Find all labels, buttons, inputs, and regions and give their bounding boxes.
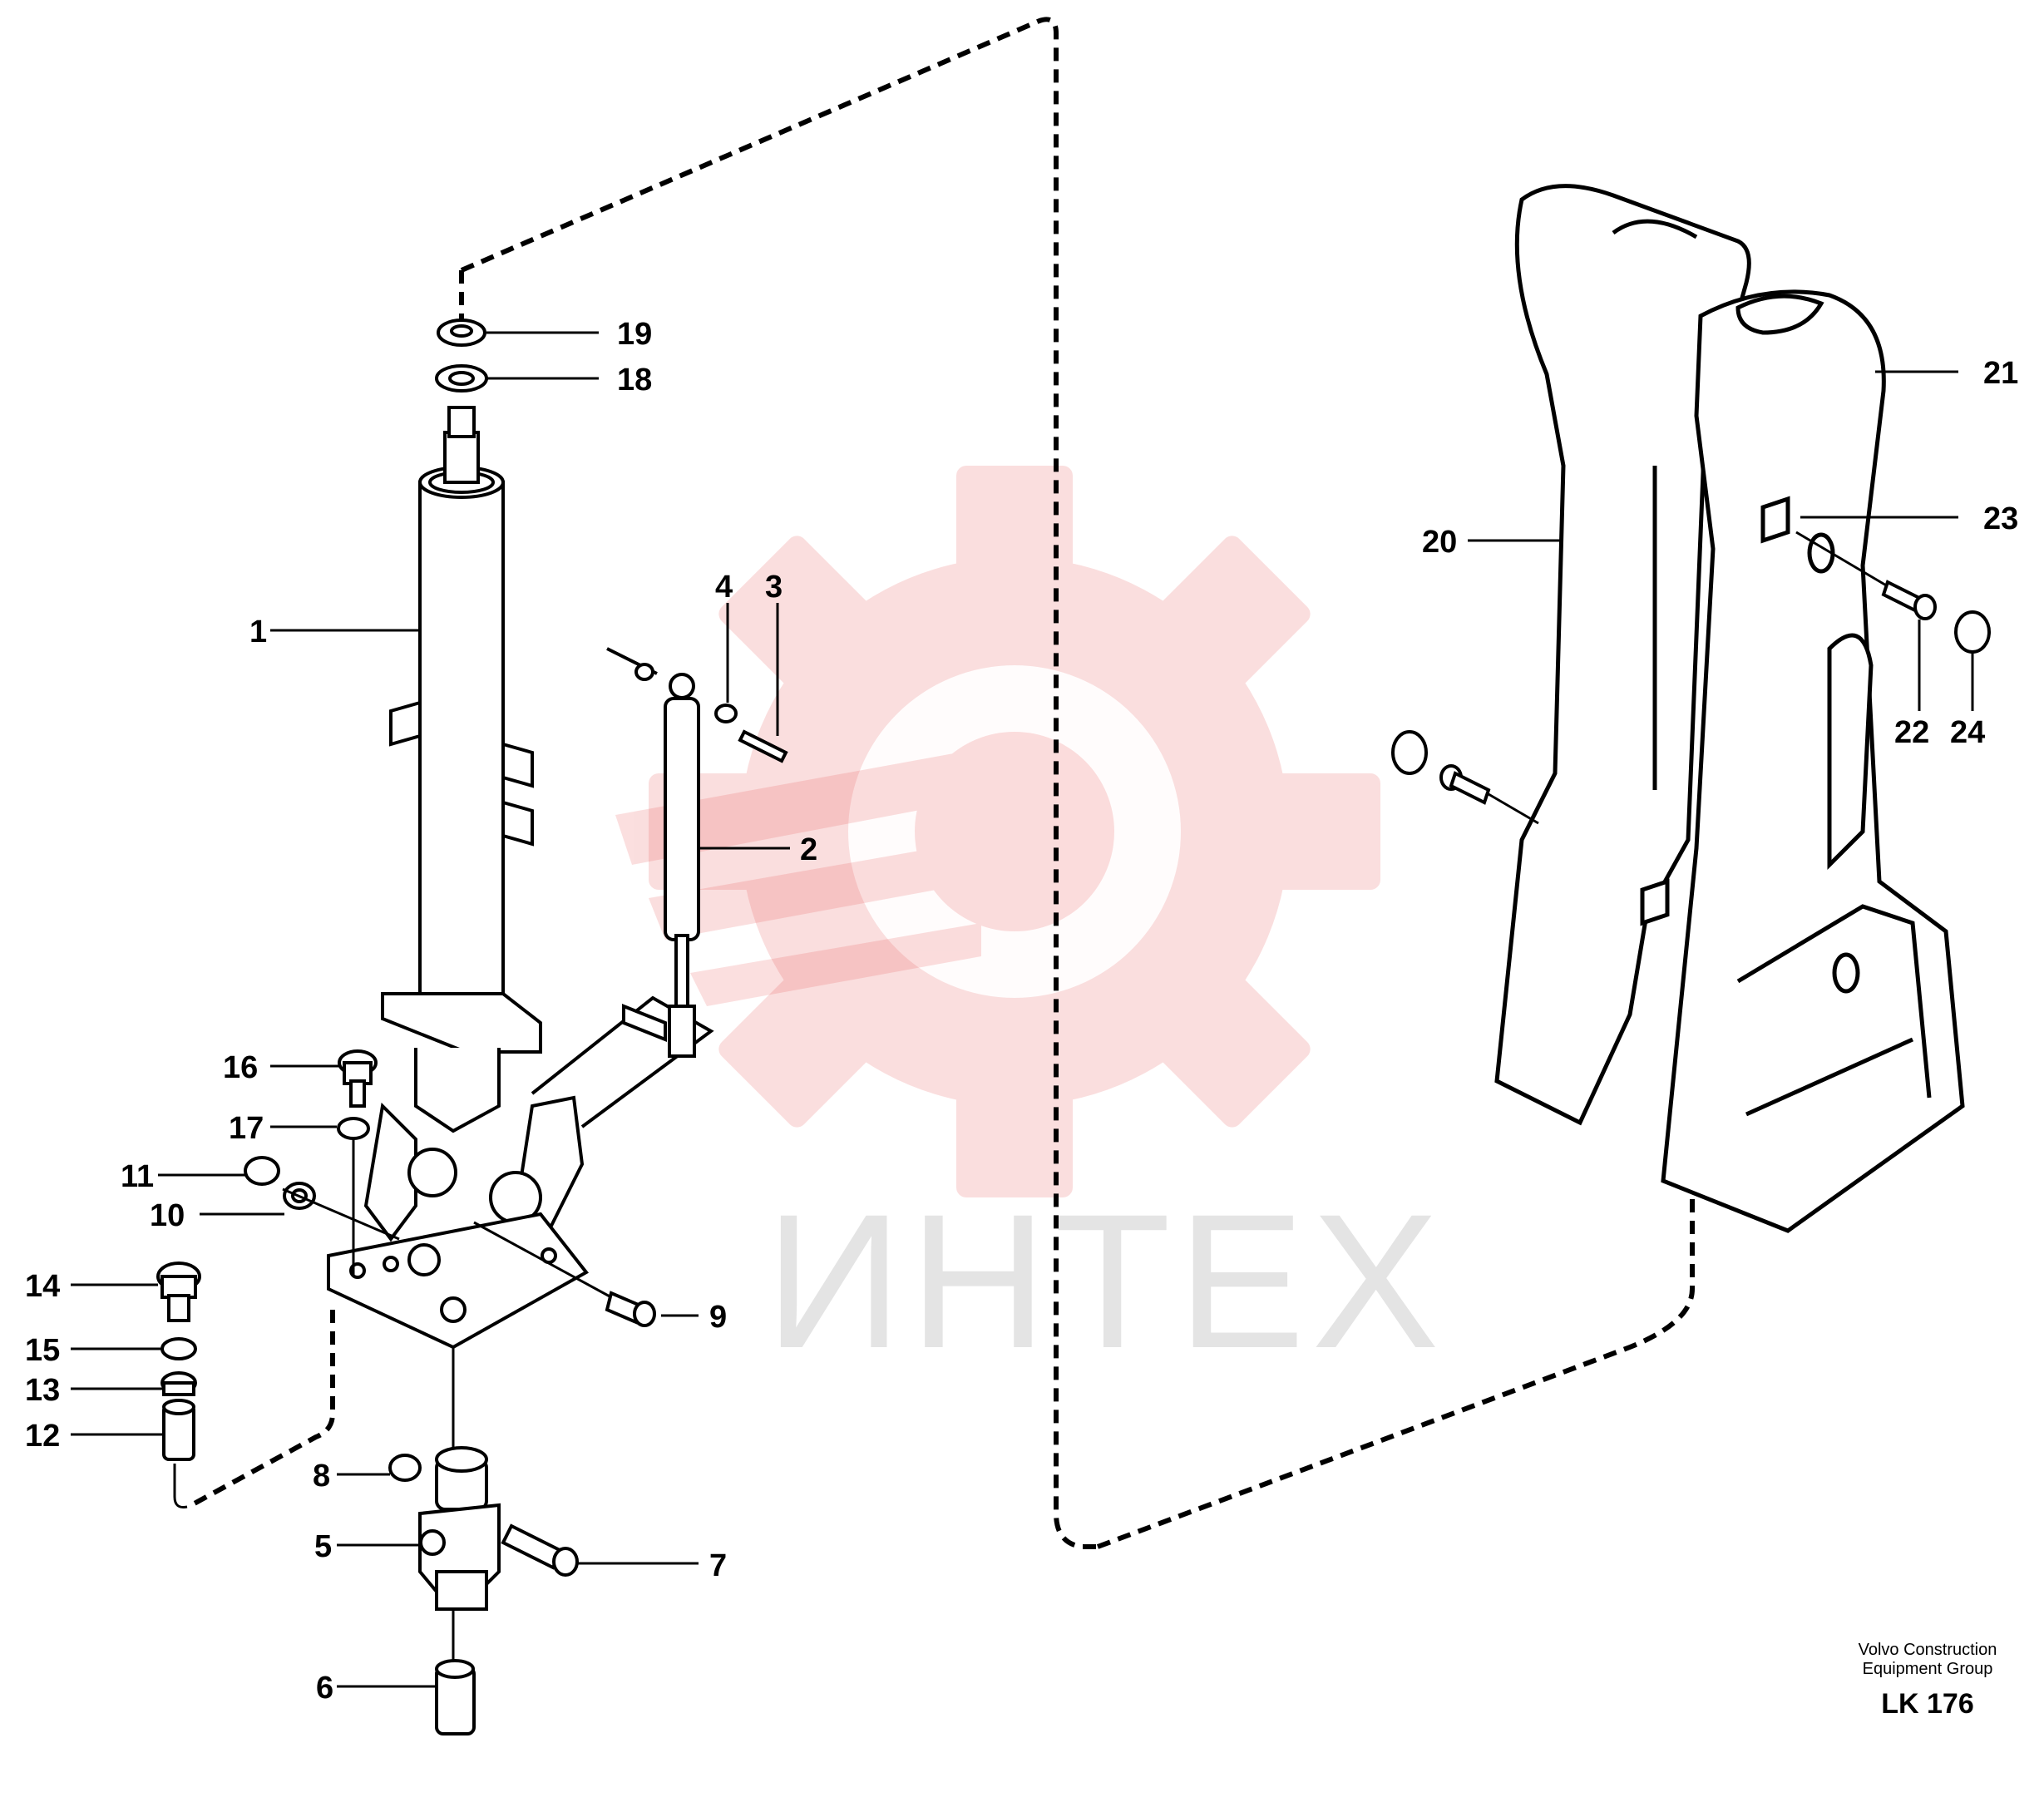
- callout-10: 10: [150, 1198, 185, 1233]
- callout-14: 14: [25, 1269, 60, 1304]
- callout-18: 18: [617, 363, 652, 397]
- sleeve-6: [435, 1659, 476, 1735]
- callout-4: 4: [715, 570, 733, 605]
- callout-9: 9: [709, 1300, 727, 1335]
- watermark-gear-inner: [848, 665, 1181, 998]
- bushing-12: [162, 1399, 195, 1461]
- nut-11-axis: [282, 1187, 400, 1241]
- screw-22-axis: [1795, 531, 1888, 588]
- washer-small: [634, 663, 654, 681]
- nut-19: [437, 318, 486, 347]
- washer-17: [337, 1117, 370, 1140]
- washer-15: [160, 1337, 197, 1360]
- cover-21: [1640, 289, 1965, 1233]
- screw-9-axis: [473, 1221, 612, 1299]
- callout-15: 15: [25, 1333, 60, 1368]
- callout-5: 5: [314, 1529, 332, 1564]
- gas-spring-2: [606, 647, 700, 1058]
- watermark-arrows-icon: [615, 732, 1114, 1006]
- washer-4: [714, 704, 738, 723]
- callout-20: 20: [1422, 525, 1457, 560]
- watermark-text: ИНТЕХ: [765, 1174, 1446, 1388]
- solid-line-left: [173, 1339, 455, 1688]
- pin-3: [738, 729, 788, 763]
- dashed-boundary-left: [190, 17, 1695, 1549]
- footer-company-line2: Equipment Group: [1863, 1660, 1993, 1678]
- callout-19: 19: [617, 317, 652, 352]
- callout-8: 8: [313, 1459, 330, 1494]
- plug-24: [1954, 610, 1991, 654]
- universal-joint-5: [418, 1446, 501, 1611]
- leader-lines: [71, 331, 1974, 1688]
- cover-screw: [1439, 764, 1491, 805]
- screw-9: [605, 1291, 656, 1327]
- spring-washer-13: [160, 1371, 197, 1396]
- callout-13: 13: [25, 1373, 60, 1408]
- nut-11: [244, 1156, 280, 1186]
- nut-8: [388, 1454, 422, 1482]
- washer-18: [435, 364, 488, 393]
- callout-24: 24: [1950, 715, 1985, 750]
- bolt-16: [338, 1049, 378, 1108]
- screw-22: [1881, 580, 1937, 620]
- callout-7: 7: [709, 1548, 727, 1583]
- callout-11: 11: [121, 1159, 154, 1194]
- callout-6: 6: [316, 1671, 333, 1706]
- footer-company-line1: Volvo Construction: [1859, 1641, 1997, 1659]
- footer-code: LK 176: [1881, 1688, 1974, 1720]
- callout-3: 3: [765, 570, 783, 605]
- callout-2: 2: [800, 832, 817, 867]
- callout-17: 17: [229, 1111, 264, 1146]
- callout-21: 21: [1983, 356, 2018, 391]
- callout-16: 16: [223, 1050, 258, 1085]
- bolt-7: [501, 1523, 579, 1577]
- cover-20: [1494, 184, 1751, 1126]
- watermark-gear-icon: [649, 466, 1380, 1197]
- callout-22: 22: [1894, 715, 1929, 750]
- steering-column: [327, 406, 590, 1350]
- bolt-14: [156, 1261, 201, 1322]
- cover-washer: [1391, 730, 1428, 775]
- callout-1: 1: [249, 615, 267, 649]
- cover-screw-axis: [1488, 792, 1539, 825]
- callout-12: 12: [25, 1419, 60, 1454]
- callout-23: 23: [1983, 501, 2018, 536]
